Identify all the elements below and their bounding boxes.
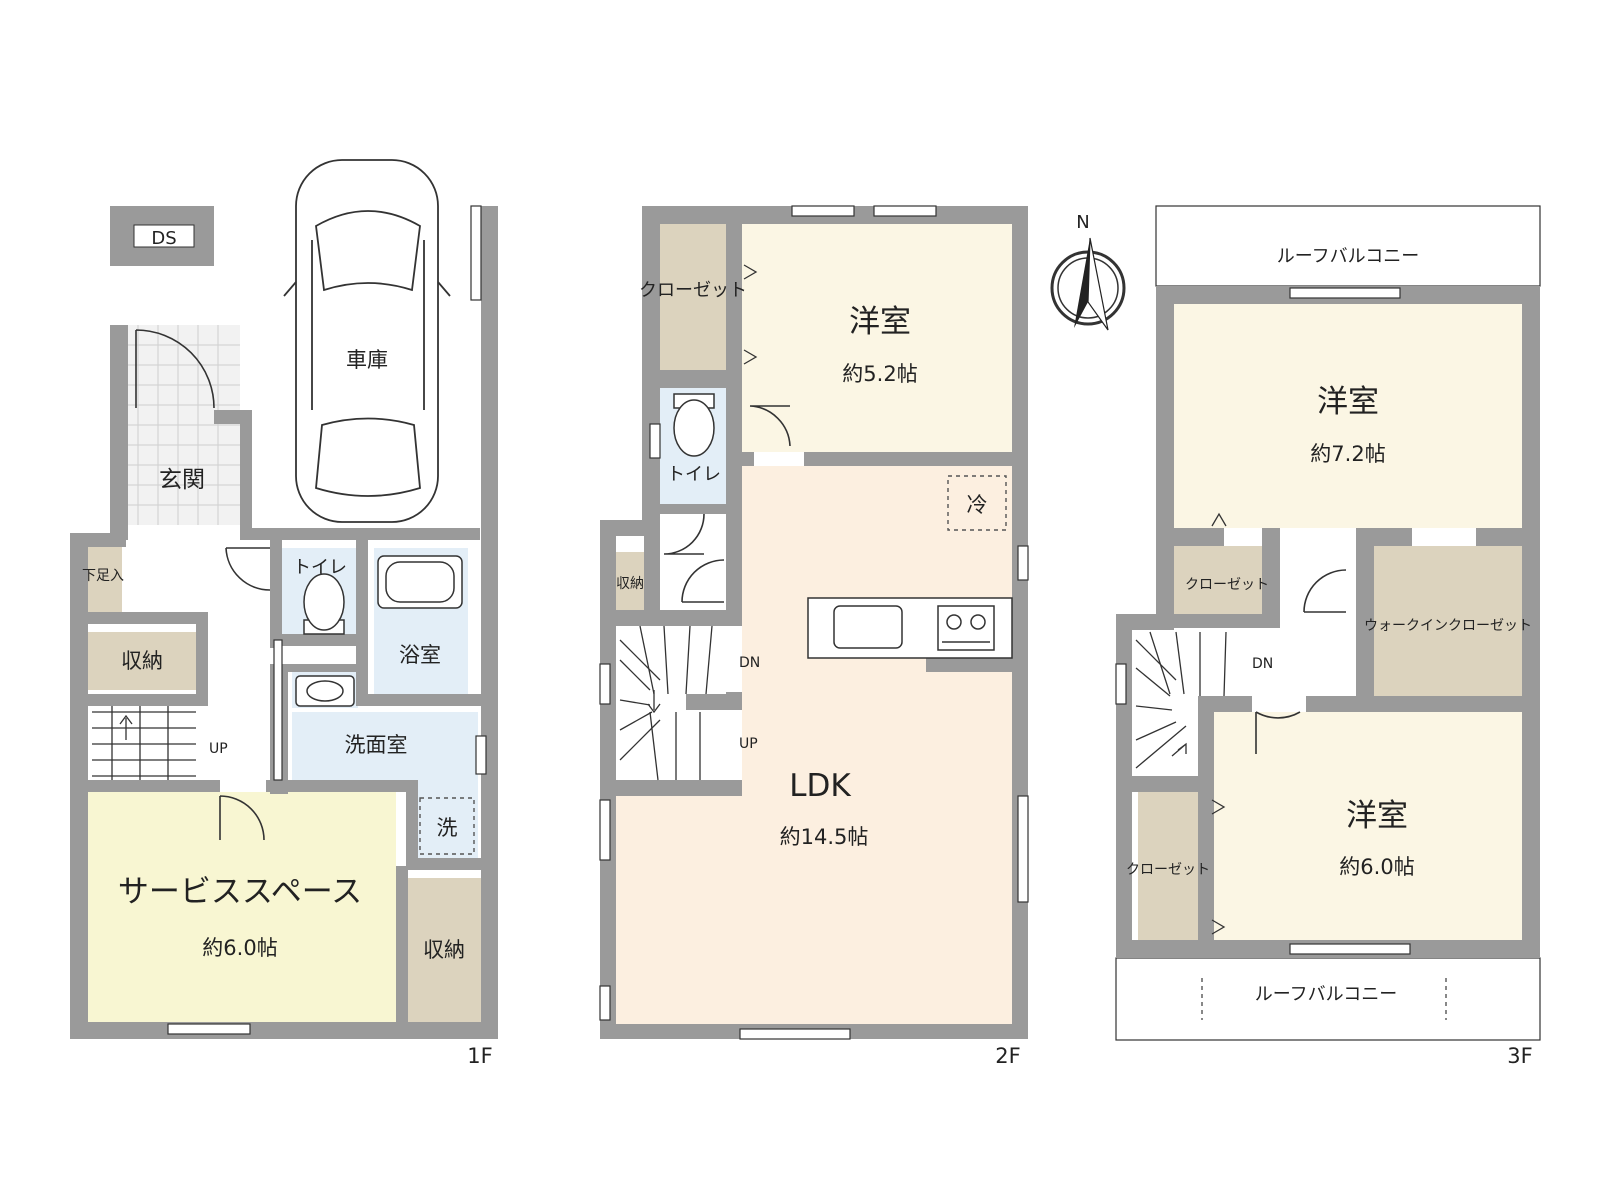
entrance-tile-grid: [118, 325, 240, 525]
staircase-icon: [1135, 631, 1227, 769]
walk-in-closet: [1374, 546, 1522, 696]
storage-2f: [616, 552, 644, 616]
storage-1f-b-label: 収納: [423, 938, 465, 962]
western-room-2f-label: 洋室: [849, 304, 911, 340]
western-room-2f-size: 約5.2帖: [842, 362, 917, 386]
ldk-size: 約14.5帖: [780, 825, 869, 849]
storage-2f-label: 収納: [616, 576, 644, 592]
car-icon: [283, 159, 451, 523]
shoe-storage: [84, 545, 122, 617]
bathroom-label: 浴室: [399, 643, 441, 667]
walls-3f: [1116, 286, 1540, 958]
stairs-dn-label-2f: DN: [739, 655, 760, 671]
stove-icon: [937, 605, 995, 651]
washroom-label: 洗面室: [345, 733, 408, 757]
ldk-label: LDK: [789, 768, 851, 804]
garage-label: 車庫: [346, 348, 388, 372]
kitchen-counter: [807, 597, 1013, 659]
floor-1f: DS UP 車庫: [70, 159, 498, 1068]
western-room-3f-a: [1172, 304, 1524, 528]
walls-1f: [70, 206, 498, 1039]
roof-balcony-top-label: ルーフバルコニー: [1277, 246, 1420, 267]
western-room-2f: [742, 224, 1012, 452]
fridge-label: 冷: [967, 493, 988, 517]
stairs-up-label-2f: UP: [739, 736, 758, 752]
entrance-label: 玄関: [159, 467, 205, 493]
compass-icon: N: [1050, 212, 1126, 331]
western-room-3f-b-label: 洋室: [1346, 798, 1408, 834]
closet-3f-b-label: クローゼット: [1126, 862, 1210, 878]
toilet-1f-label: トイレ: [293, 557, 347, 578]
storage-1f-a: [88, 632, 206, 690]
closet-2f-label: クローゼット: [639, 280, 747, 301]
service-space: [88, 792, 396, 1022]
western-room-3f-b: [1214, 712, 1522, 940]
floor-2f: DN UP クローゼット 洋室 約5.2帖 トイレ 収納 冷 LDK 約14.5…: [599, 205, 1029, 1068]
closet-door-markers: [743, 264, 758, 365]
washroom: [292, 712, 478, 784]
ds-label: DS: [151, 228, 176, 249]
roof-balcony-top: [1155, 205, 1541, 287]
staircase-icon: [92, 706, 196, 780]
toilet-2f-label: トイレ: [667, 464, 721, 485]
floor-3f: DN ルーフバルコニー 洋室 約7.2帖 クローゼット ウォークインクローゼット…: [1115, 205, 1541, 1068]
toilet-icon: [673, 393, 715, 457]
washer-label: 洗: [437, 816, 458, 840]
staircase-icon: [619, 625, 713, 781]
walk-in-closet-label: ウォークインクローゼット: [1364, 618, 1532, 634]
western-room-3f-a-size: 約7.2帖: [1310, 442, 1385, 466]
toilet-icon: [303, 573, 345, 635]
closet-3f-b: [1138, 792, 1198, 940]
closet-door-markers: [1211, 512, 1227, 935]
closet-2f: [660, 224, 726, 370]
compass-north-label: N: [1076, 212, 1089, 233]
western-room-3f-a-label: 洋室: [1317, 384, 1379, 420]
service-space-label: サービススペース: [118, 874, 362, 910]
walls-2f: [600, 206, 1028, 1039]
sink-icon: [295, 675, 355, 707]
windows-2f: [599, 205, 1029, 1040]
closet-3f-a-label: クローゼット: [1185, 577, 1269, 593]
floor-2f-label: 2F: [995, 1044, 1020, 1068]
stairs-dn-label-3f: DN: [1252, 656, 1273, 672]
floor-3f-label: 3F: [1507, 1044, 1532, 1068]
shoe-storage-label: 下足入: [82, 568, 124, 584]
stairs-up-label: UP: [209, 741, 228, 757]
storage-1f-label: 収納: [121, 649, 163, 673]
washer-space: [419, 797, 475, 855]
windows-1f: [167, 205, 487, 1035]
balcony-railing: [1201, 978, 1447, 1020]
door-swing-icon: [135, 329, 271, 841]
roof-balcony-bottom-label: ルーフバルコニー: [1255, 984, 1398, 1005]
bathtub-icon: [377, 555, 463, 609]
storage-1f-b: [406, 878, 482, 1022]
door-swing-icon: [1255, 569, 1347, 754]
service-space-size: 約6.0帖: [202, 936, 277, 960]
western-room-3f-b-size: 約6.0帖: [1339, 855, 1414, 879]
floor-1f-label: 1F: [467, 1044, 492, 1068]
sink-icon: [833, 605, 903, 649]
door-swing-icon: [663, 405, 791, 603]
ldk: [742, 466, 1012, 1024]
windows-3f: [1115, 287, 1411, 955]
